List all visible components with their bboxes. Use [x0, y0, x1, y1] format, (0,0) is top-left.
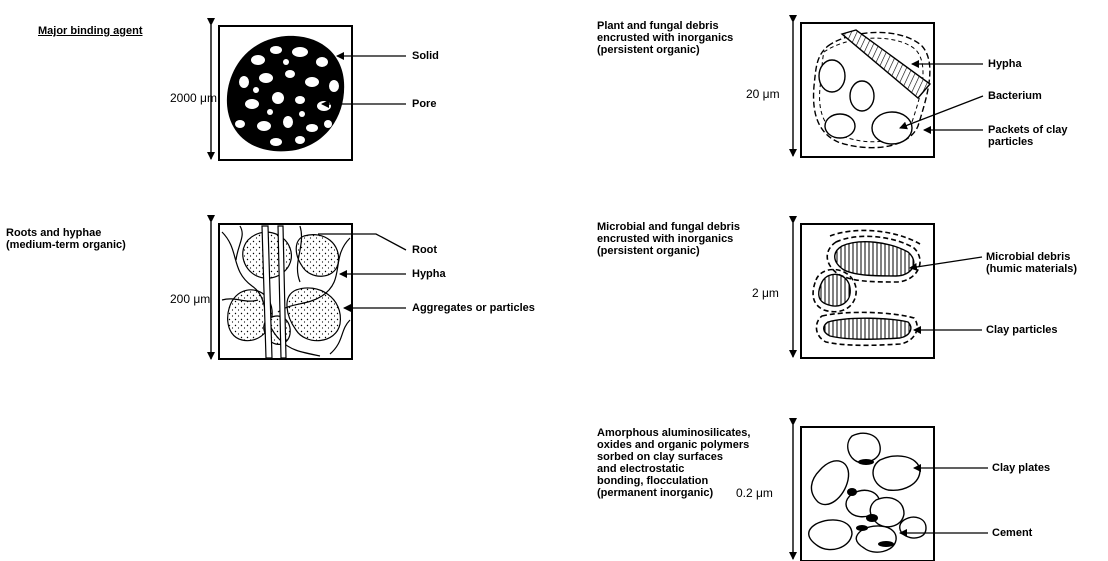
aggregate-0-2um — [801, 427, 988, 561]
aggregate-200um — [219, 224, 406, 359]
aggregate-2um — [801, 224, 982, 358]
aggregate-2000um — [219, 26, 406, 160]
aggregate-20um — [801, 23, 983, 157]
